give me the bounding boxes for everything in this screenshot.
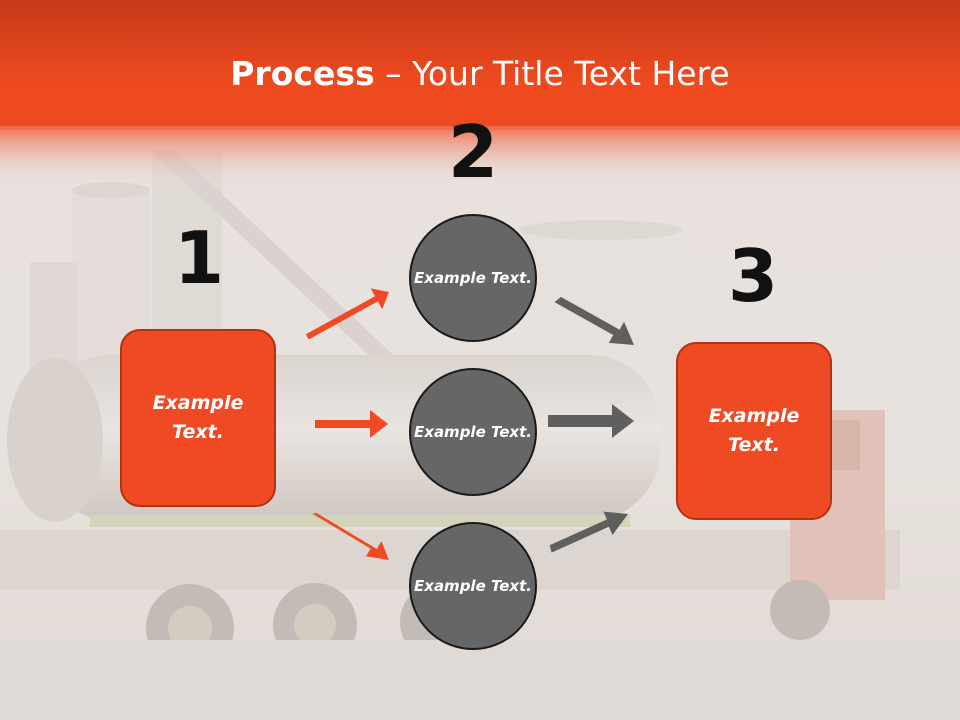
step-2-label-top: Example Text. xyxy=(414,268,532,287)
arrow-1-to-middle xyxy=(315,410,388,438)
step-2-label-middle: Example Text. xyxy=(414,422,532,441)
arrow-1-to-top xyxy=(305,288,389,340)
step-1-box: Example Text. xyxy=(120,329,276,507)
step-3-label: Example Text. xyxy=(708,405,800,456)
step-2-circle-bottom: Example Text. xyxy=(409,522,537,650)
step-2-label-bottom: Example Text. xyxy=(414,576,532,595)
step-2-circle-middle: Example Text. xyxy=(409,368,537,496)
title-bold: Process xyxy=(230,54,375,93)
step-number-3: 3 xyxy=(727,234,779,318)
arrow-top-to-3 xyxy=(554,296,634,345)
arrow-middle-to-3 xyxy=(548,404,634,438)
arrow-1-to-bottom xyxy=(312,513,389,560)
arrow-bottom-to-3 xyxy=(549,511,628,553)
step-1-label: Example Text. xyxy=(152,392,244,443)
title-rest: – Your Title Text Here xyxy=(374,54,730,93)
slide-title: Process – Your Title Text Here xyxy=(0,52,960,96)
step-number-2: 2 xyxy=(447,110,499,194)
step-3-box: Example Text. xyxy=(676,342,832,520)
step-2-circle-top: Example Text. xyxy=(409,214,537,342)
step-number-1: 1 xyxy=(173,216,225,300)
